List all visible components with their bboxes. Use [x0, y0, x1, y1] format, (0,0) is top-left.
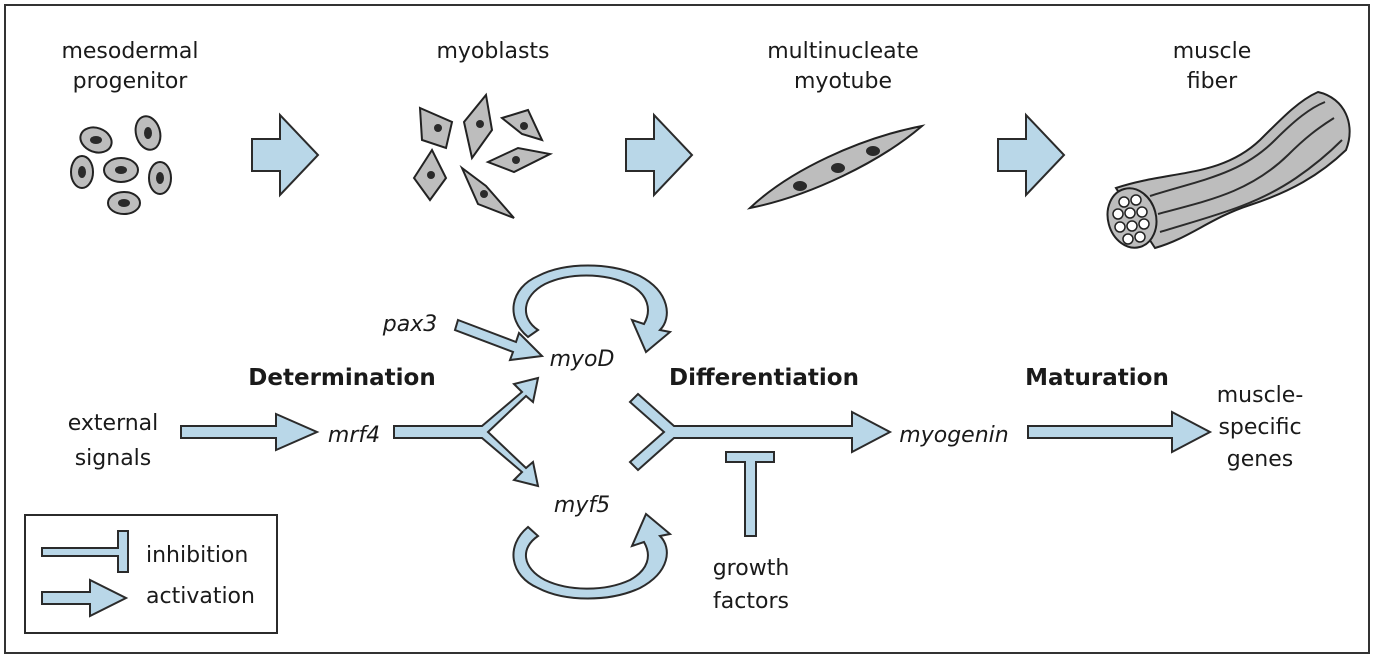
activation-legend-symbol	[41, 578, 129, 618]
stage-arrow-2	[625, 112, 694, 198]
myotube-label-line2: myotube	[794, 69, 892, 94]
myogenin-label: myogenin	[899, 423, 1008, 448]
growth-factors-inhibition	[725, 451, 775, 537]
maturation-label: Maturation	[1025, 365, 1169, 391]
external-to-mrf4-arrow	[180, 412, 320, 452]
stage-arrow-1	[251, 112, 320, 198]
growth-label-line2: factors	[713, 589, 789, 614]
legend: inhibition activation	[24, 514, 278, 634]
external-label-line1: external	[68, 411, 159, 436]
growth-label-line1: growth	[713, 556, 790, 581]
progenitor-cells-icon	[70, 115, 172, 215]
myod-label: myoD	[550, 347, 615, 372]
mesodermal-label-line2: progenitor	[73, 69, 189, 94]
mrf4-label: mrf4	[328, 423, 380, 448]
mesodermal-label-line1: mesodermal	[61, 39, 198, 64]
muscle-fiber-icon	[1106, 90, 1351, 250]
stage-myoblasts: myoblasts	[412, 39, 554, 219]
inhibition-legend-symbol	[41, 530, 129, 573]
pax3-to-myod-arrow	[453, 318, 545, 362]
determination-label: Determination	[248, 365, 435, 391]
stage-arrow-3	[997, 112, 1066, 198]
myoblast-cells-icon	[412, 92, 554, 219]
external-label-line2: signals	[75, 446, 152, 471]
pax3-label: pax3	[382, 312, 437, 337]
myogenin-to-genes-arrow	[1027, 410, 1213, 454]
stage-muscle-fiber: muscle fiber	[1106, 39, 1351, 250]
differentiation-label: Differentiation	[669, 365, 859, 391]
myf5-autoloop-arrow	[512, 512, 673, 600]
myotube-icon	[746, 124, 926, 210]
myf5-label: myf5	[554, 493, 610, 518]
myotube-label-line1: multinucleate	[767, 39, 919, 64]
stage-mesodermal-progenitor: mesodermal progenitor	[61, 39, 199, 215]
genes-label-line1: muscle-	[1217, 383, 1304, 408]
myod-autoloop-arrow	[512, 264, 673, 354]
genes-label-line3: genes	[1227, 447, 1293, 472]
legend-box	[24, 514, 278, 634]
stage-multinucleate-myotube: multinucleate myotube	[746, 39, 926, 210]
fiber-label-line2: fiber	[1187, 69, 1238, 94]
genes-label-line2: specific	[1218, 415, 1301, 440]
to-myogenin-arrow	[628, 392, 893, 472]
legend-activation-label: activation	[146, 584, 255, 609]
mrf4-fork-arrow	[393, 376, 540, 488]
myoblasts-label: myoblasts	[436, 39, 549, 64]
fiber-label-line1: muscle	[1173, 39, 1252, 64]
legend-inhibition-label: inhibition	[146, 543, 248, 568]
